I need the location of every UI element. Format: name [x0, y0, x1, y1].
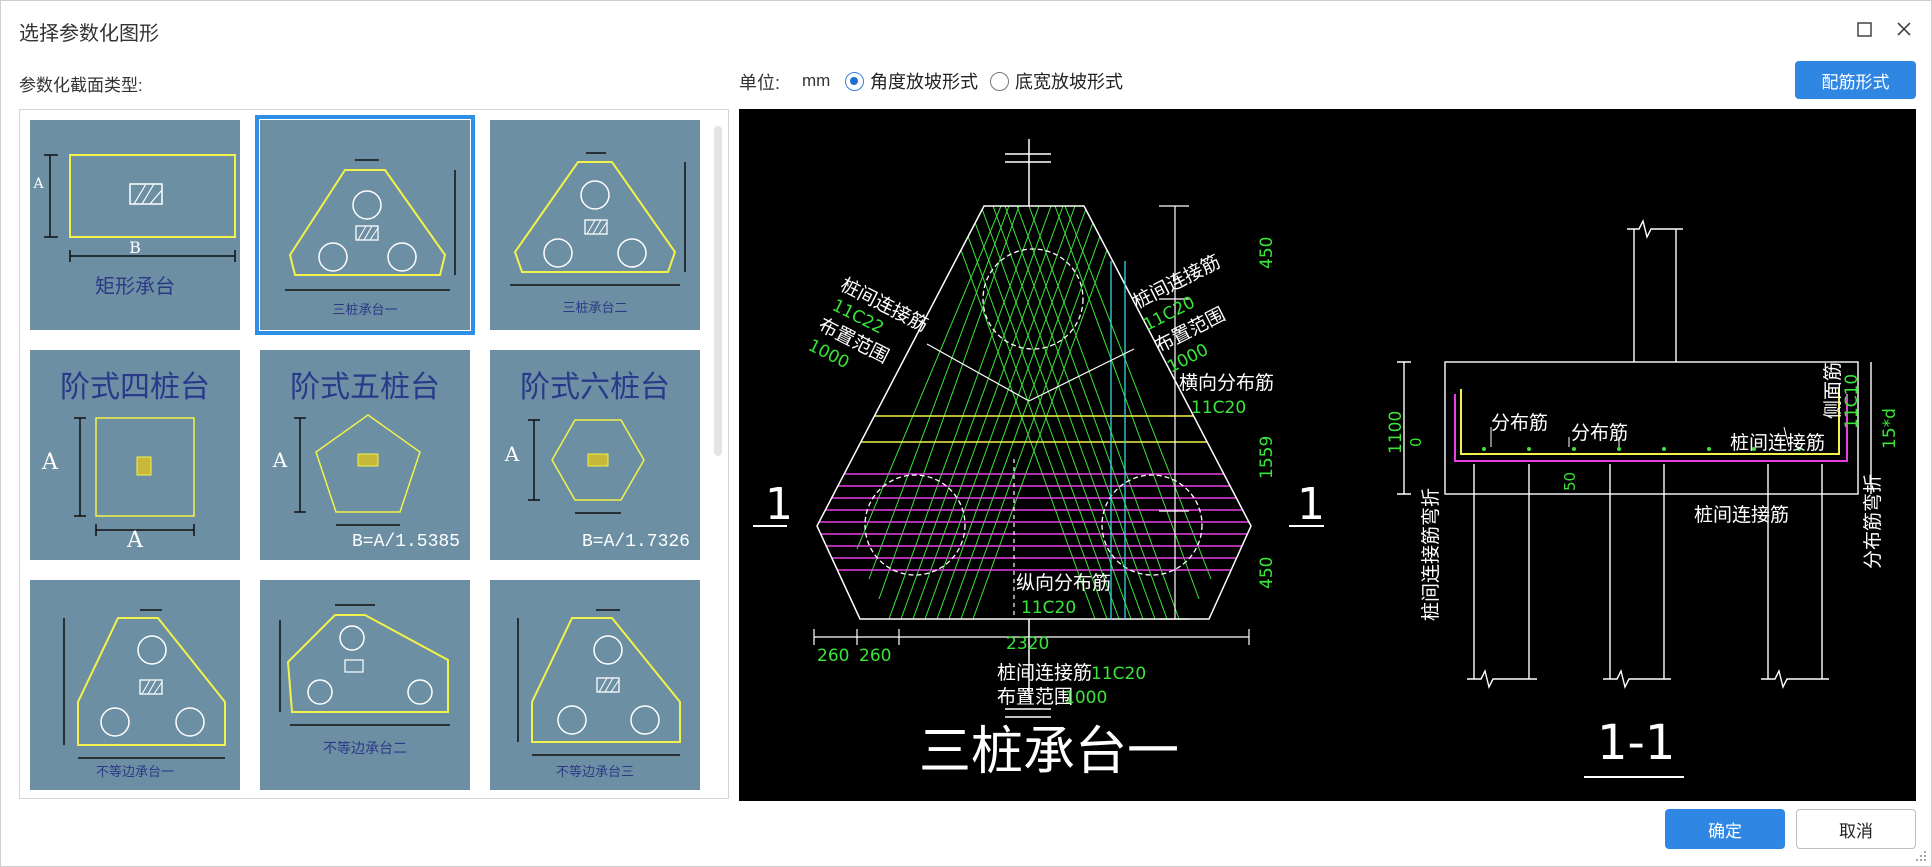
three-pile-2-diagram [510, 152, 686, 286]
thumb-caption: 三桩承台二 [562, 301, 628, 316]
lbl-connect-section-2: 桩间连接筋 [1694, 504, 1789, 526]
thumb-unequal-2[interactable]: 不等边承台二 [260, 580, 470, 790]
val-range-bottom: 1000 [1064, 688, 1107, 708]
gallery-scrollbar[interactable] [714, 126, 722, 456]
formula-label: B=A/1.7326 [581, 532, 690, 552]
close-icon [1897, 22, 1911, 36]
step-four-pile-diagram [74, 417, 195, 536]
lbl-connect-bend: 桩间连接筋弯折 [1420, 488, 1442, 621]
unequal-2-diagram [279, 604, 450, 726]
radio-width-label: 底宽放坡形式 [1015, 72, 1123, 92]
unequal-3-diagram [517, 609, 681, 756]
lbl-range-bottom: 布置范围 [997, 686, 1073, 708]
unequal-1-diagram [63, 609, 226, 759]
dim-left-2: 260 [859, 646, 891, 666]
dim-zero: 0 [1407, 437, 1425, 447]
lbl-side: 侧面筋 [1822, 362, 1844, 419]
thumb-caption: 不等边承台一 [95, 765, 174, 780]
thumb-rect-cap[interactable]: A B 矩形承台 [30, 120, 240, 330]
val-longitudinal: 11C20 [1021, 598, 1076, 618]
val-bend: 15*d [1880, 408, 1900, 449]
dim-a-label: A [42, 450, 58, 475]
thumb-three-pile-2[interactable]: 三桩承台二 [490, 120, 700, 330]
resize-grip-icon[interactable] [1915, 850, 1927, 862]
cancel-button[interactable]: 取消 [1796, 809, 1916, 849]
dim-bot: 450 [1257, 557, 1277, 589]
thumb-caption: 不等边承台二 [323, 741, 407, 757]
val-side: 11C10 [1842, 374, 1862, 429]
thumb-caption: 矩形承台 [95, 274, 175, 298]
radio-selected-icon [845, 71, 864, 91]
section-title: 1-1 [1597, 715, 1675, 771]
dim-b-label: B [129, 238, 141, 257]
val-connect-bottom: 11C20 [1091, 664, 1146, 684]
thumb-step-four-pile[interactable]: 阶式四桩台 A A [30, 350, 240, 560]
thumb-caption: 阶式四桩台 [60, 370, 210, 405]
thumb-three-pile-1[interactable]: 三桩承台一 [255, 115, 475, 335]
thumb-caption: 阶式五桩台 [290, 370, 440, 405]
cad-drawing: 桩间连接筋 11C22 布置范围 1000 桩间连接筋 11C20 布置范围 1… [753, 139, 1900, 782]
step-six-pile-diagram [528, 419, 645, 514]
lbl-dist-2: 分布筋 [1571, 422, 1628, 444]
dim-total: 2320 [1006, 634, 1049, 654]
thumb-caption: 三桩承台一 [332, 303, 398, 318]
lbl-longitudinal: 纵向分布筋 [1016, 572, 1111, 594]
preview-title: 三桩承台一 [919, 722, 1179, 782]
thumb-caption: 不等边承台三 [555, 765, 634, 780]
maximize-button[interactable] [1850, 15, 1878, 43]
three-pile-1-diagram [285, 159, 456, 291]
window-title: 选择参数化图形 [19, 23, 159, 45]
lbl-connect-section: 桩间连接筋 [1730, 432, 1825, 454]
formula-label: B=A/1.5385 [351, 532, 460, 552]
section-gallery: A B 矩形承台 三桩承台一 [19, 109, 729, 799]
lbl-transverse: 横向分布筋 [1179, 372, 1274, 394]
section-mark-left: 1 [765, 479, 793, 530]
val-transverse: 11C20 [1191, 398, 1246, 418]
lbl-connect-bottom: 桩间连接筋 [997, 662, 1092, 684]
dim-a-label: A [272, 448, 288, 472]
dim-top: 450 [1257, 237, 1277, 269]
ok-button[interactable]: 确定 [1665, 809, 1785, 849]
unit-value: mm [802, 71, 831, 90]
radio-unselected-icon [990, 71, 1009, 91]
radio-width-slope[interactable]: 底宽放坡形式 [990, 68, 1123, 94]
thumb-unequal-3[interactable]: 不等边承台三 [490, 580, 700, 790]
maximize-icon [1857, 22, 1872, 37]
lbl-dist-1: 分布筋 [1491, 412, 1548, 434]
section-mark-right: 1 [1297, 479, 1325, 530]
rect-cap-diagram [44, 154, 236, 262]
dim-height: 1100 [1386, 411, 1406, 454]
section-type-label: 参数化截面类型: [19, 76, 143, 95]
dim-a-bottom-label: A [127, 528, 143, 553]
step-five-pile-diagram [294, 414, 421, 526]
dim-mid: 1559 [1257, 436, 1277, 479]
thumb-step-six-pile[interactable]: 阶式六桩台 A B=A/1.7326 [490, 350, 700, 560]
dim-a-label: A [504, 442, 520, 466]
radio-angle-label: 角度放坡形式 [870, 72, 978, 92]
lbl-dist-bend: 分布筋弯折 [1862, 474, 1884, 569]
dim-left-1: 260 [817, 646, 849, 666]
rebar-form-button[interactable]: 配筋形式 [1795, 61, 1916, 99]
cad-preview: 桩间连接筋 11C22 布置范围 1000 桩间连接筋 11C20 布置范围 1… [739, 109, 1916, 801]
radio-angle-slope[interactable]: 角度放坡形式 [845, 68, 978, 94]
unit-label: 单位: [739, 73, 781, 93]
thumb-step-five-pile[interactable]: 阶式五桩台 A B=A/1.5385 [260, 350, 470, 560]
close-button[interactable] [1890, 15, 1918, 43]
dim-a-label: A [33, 176, 44, 192]
thumb-unequal-1[interactable]: 不等边承台一 [30, 580, 240, 790]
dim-50: 50 [1561, 472, 1579, 491]
thumb-caption: 阶式六桩台 [520, 370, 670, 405]
